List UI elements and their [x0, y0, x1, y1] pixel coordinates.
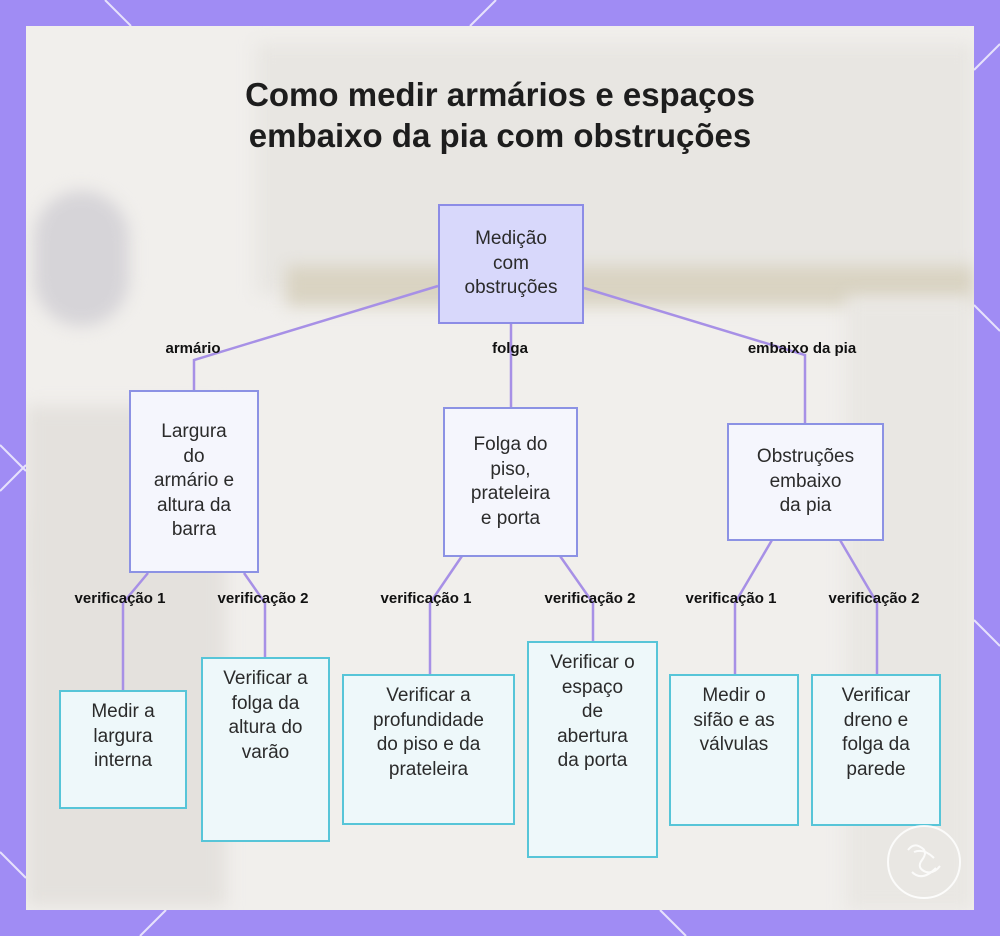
leaf-line: espaço [550, 676, 634, 701]
edge-label-verificacao-2: verificação 2 [829, 590, 920, 607]
leaf-line: Verificar [842, 684, 911, 709]
node-pia-line: Obstruções [757, 445, 854, 470]
leaf-line: Verificar a [373, 684, 484, 709]
leaf-line: Medir o [693, 684, 774, 709]
node-armario-line: Largura [154, 420, 234, 445]
node-armario-line: barra [154, 518, 234, 543]
leaf-line: interna [91, 749, 154, 774]
connector-pia-check-1 [735, 540, 772, 674]
edge-label-verificacao-1: verificação 1 [686, 590, 777, 607]
edge-label-embaixo-da-pia: embaixo da pia [748, 340, 856, 357]
node-armario-line: altura da [154, 494, 234, 519]
leaf-line: Verificar o [550, 651, 634, 676]
leaf-line: do piso e da [373, 733, 484, 758]
leaf-profundidade-piso-prateleira: Verificar a profundidade do piso e da pr… [342, 674, 515, 825]
edge-label-verificacao-1: verificação 1 [381, 590, 472, 607]
leaf-line: Verificar a [223, 667, 307, 692]
root-node-line: com [465, 252, 558, 277]
watermark-logo-icon [884, 822, 964, 902]
leaf-line: abertura [550, 725, 634, 750]
node-pia-line: embaixo [757, 470, 854, 495]
root-node: Medição com obstruções [438, 204, 584, 324]
node-armario-line: armário e [154, 469, 234, 494]
connector-root-armario [194, 286, 438, 390]
leaf-line: profundidade [373, 709, 484, 734]
leaf-sifao-valvulas: Medir o sifão e as válvulas [669, 674, 799, 826]
leaf-line: largura [91, 725, 154, 750]
leaf-line: folga da [842, 733, 911, 758]
node-folga-line: e porta [471, 507, 550, 532]
connector-folga-check-1 [430, 556, 462, 674]
leaf-folga-altura-varao: Verificar a folga da altura do varão [201, 657, 330, 842]
edge-label-verificacao-2: verificação 2 [545, 590, 636, 607]
leaf-line: válvulas [693, 733, 774, 758]
leaf-line: altura do [223, 716, 307, 741]
node-pia-line: da pia [757, 494, 854, 519]
leaf-line: Medir a [91, 700, 154, 725]
leaf-line: prateleira [373, 758, 484, 783]
node-armario: Largura do armário e altura da barra [129, 390, 259, 573]
edge-label-verificacao-1: verificação 1 [75, 590, 166, 607]
leaf-dreno-folga-parede: Verificar dreno e folga da parede [811, 674, 941, 826]
connector-pia-check-2 [840, 540, 877, 674]
node-folga-line: prateleira [471, 482, 550, 507]
node-folga-line: piso, [471, 458, 550, 483]
node-folga-line: Folga do [471, 433, 550, 458]
leaf-line: dreno e [842, 709, 911, 734]
leaf-medir-largura-interna: Medir a largura interna [59, 690, 187, 809]
node-folga: Folga do piso, prateleira e porta [443, 407, 578, 557]
connector-armario-check-2 [244, 573, 265, 657]
leaf-line: sifão e as [693, 709, 774, 734]
node-armario-line: do [154, 445, 234, 470]
leaf-line: parede [842, 758, 911, 783]
leaf-line: da porta [550, 749, 634, 774]
edge-label-folga: folga [492, 340, 528, 357]
leaf-line: de [550, 700, 634, 725]
edge-label-armario: armário [165, 340, 220, 357]
leaf-line: varão [223, 741, 307, 766]
root-node-line: obstruções [465, 276, 558, 301]
node-embaixo-da-pia: Obstruções embaixo da pia [727, 423, 884, 541]
leaf-abertura-porta: Verificar o espaço de abertura da porta [527, 641, 658, 858]
root-node-line: Medição [465, 227, 558, 252]
edge-label-verificacao-2: verificação 2 [218, 590, 309, 607]
leaf-line: folga da [223, 692, 307, 717]
